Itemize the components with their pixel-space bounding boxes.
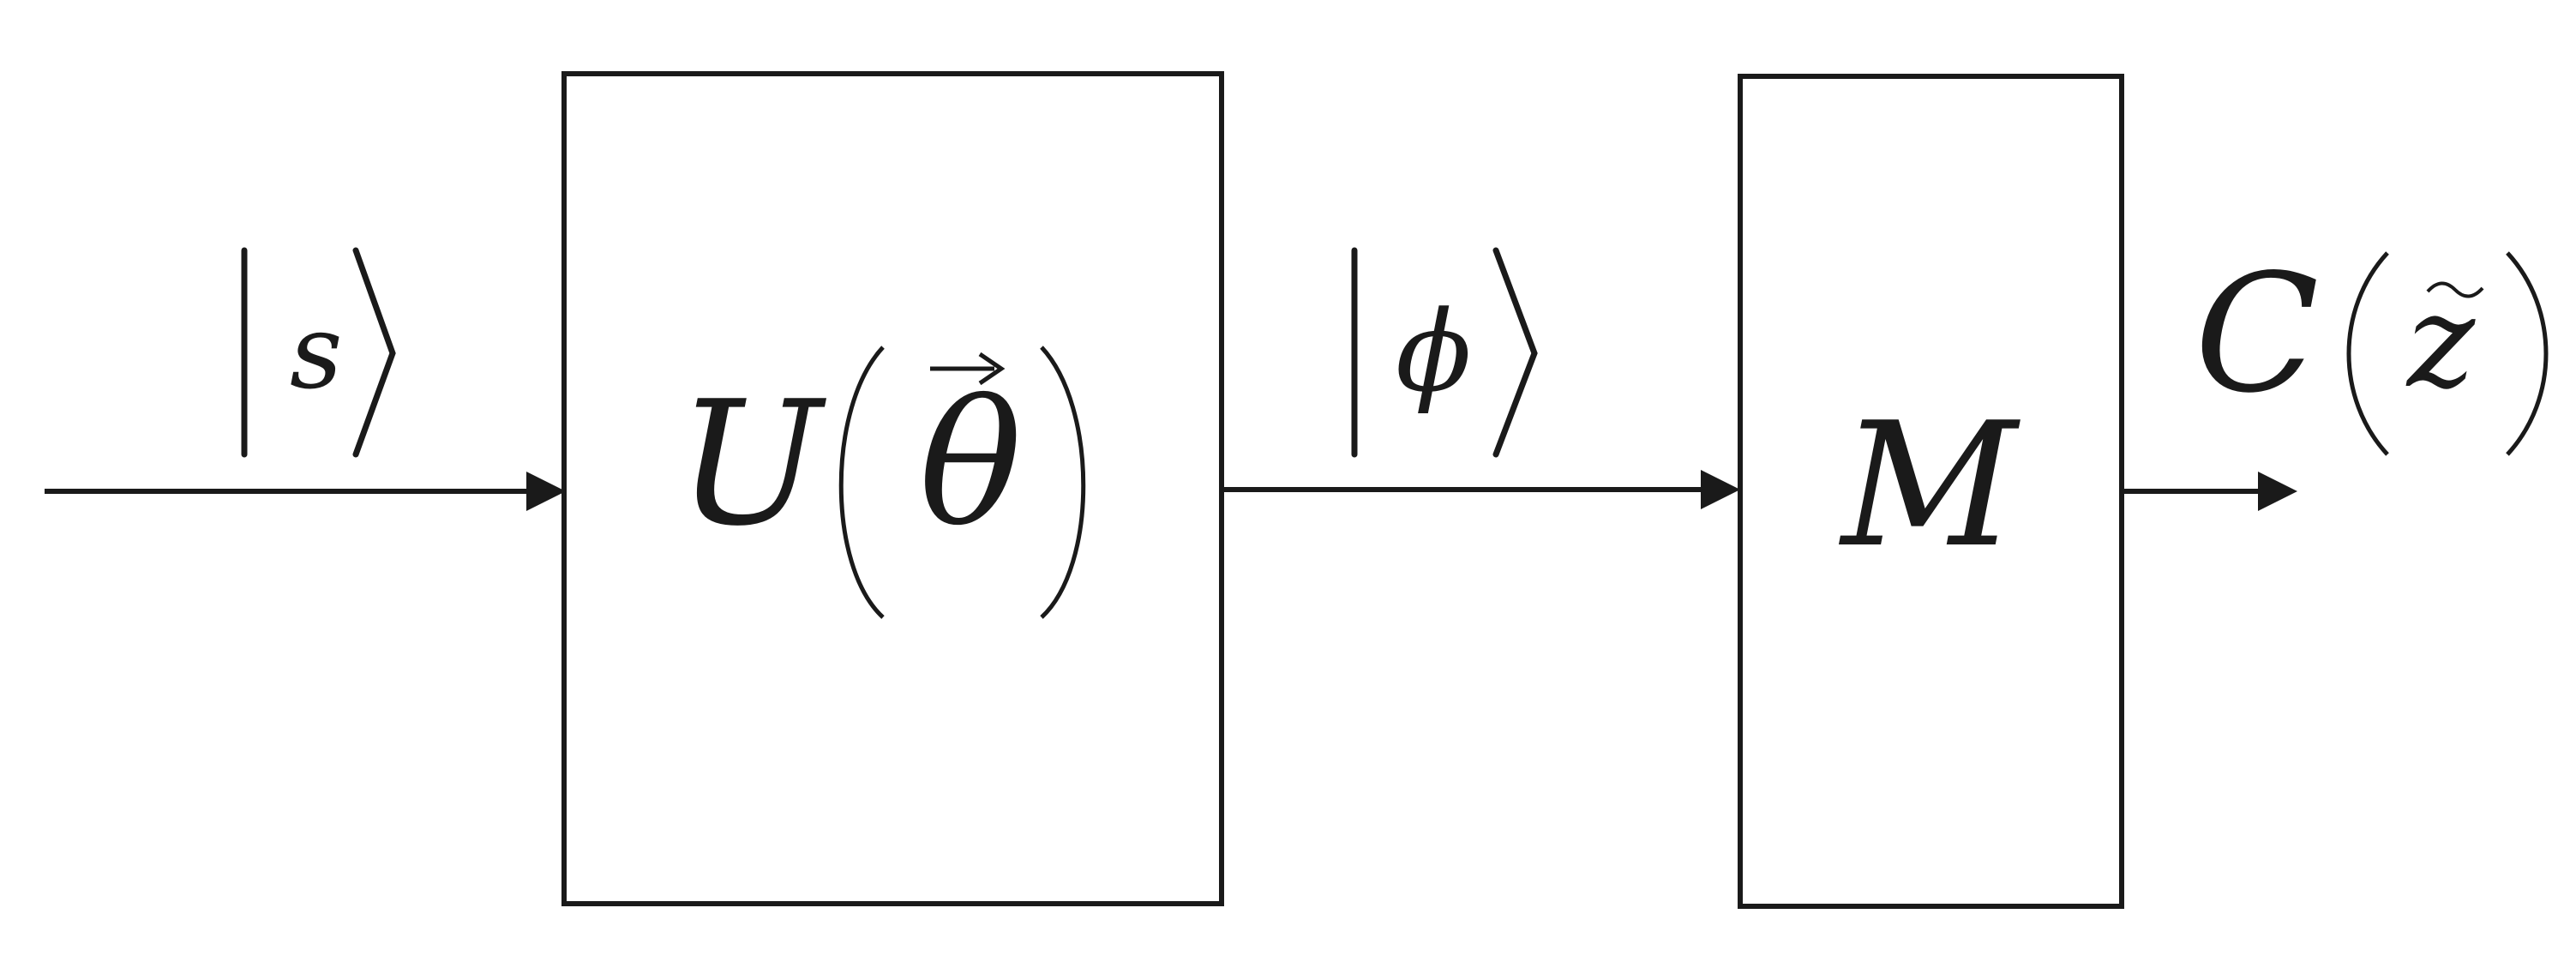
output-left-paren <box>2346 251 2389 456</box>
intermediate-state-ket: ϕ <box>1351 247 1538 458</box>
input-arrow <box>45 472 566 511</box>
input-state-ket: s <box>241 247 396 458</box>
measurement-symbol: M <box>1838 386 2021 586</box>
output-label: C z <box>2195 239 2549 456</box>
middle-arrow <box>1222 470 1740 509</box>
output-right-paren <box>2506 251 2549 456</box>
cost-function-symbol: C <box>2195 239 2319 429</box>
unitary-right-paren <box>1040 346 1086 619</box>
unitary-symbol: U <box>677 364 827 564</box>
output-arrow <box>2122 472 2297 511</box>
vector-arrow-icon <box>930 352 1006 386</box>
unitary-box: U θ <box>561 71 1224 906</box>
tilde-icon <box>2426 281 2484 298</box>
output-argument-symbol: z <box>2405 268 2476 417</box>
input-state-symbol: s <box>290 293 343 412</box>
unitary-left-paren <box>838 346 885 619</box>
intermediate-state-symbol: ϕ <box>1396 286 1472 417</box>
measurement-box: M <box>1738 74 2124 909</box>
theta-symbol: θ <box>919 364 1022 564</box>
